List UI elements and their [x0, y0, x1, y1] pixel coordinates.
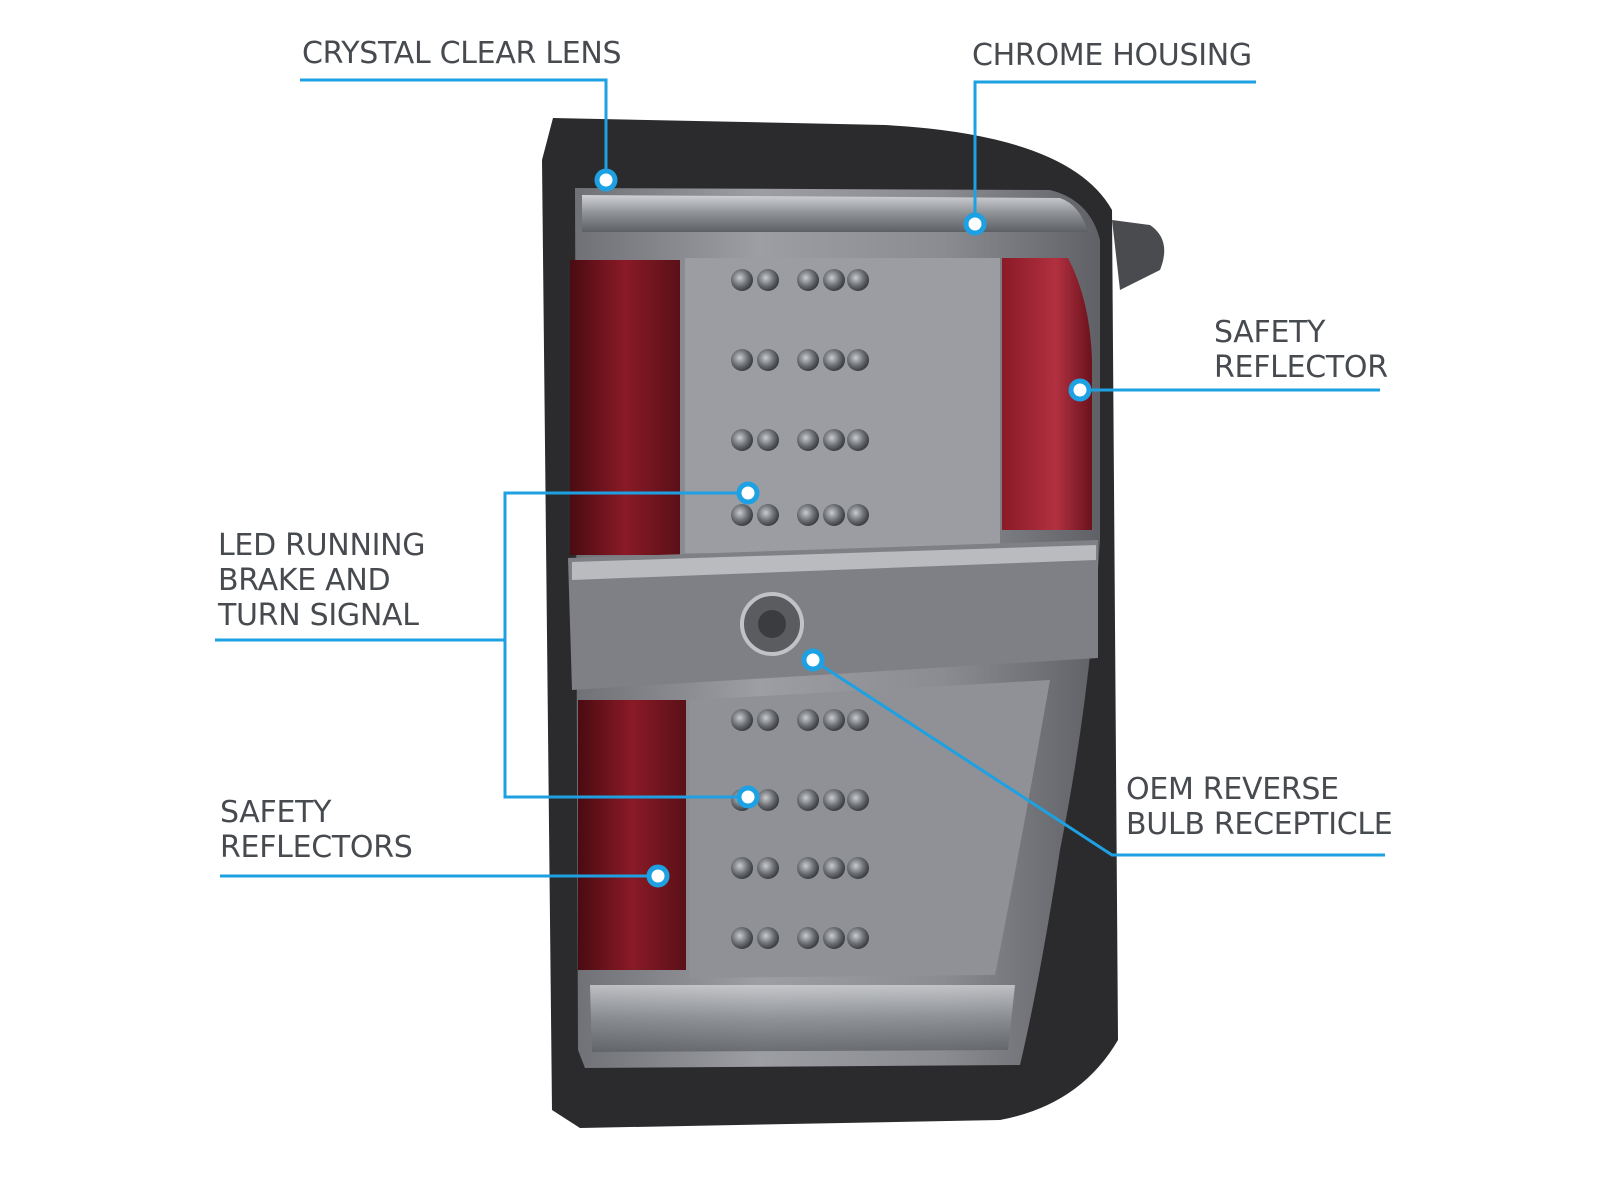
led [797, 789, 819, 811]
led [797, 269, 819, 291]
dot-chrome-housing [963, 212, 987, 236]
label-chrome-housing: CHROME HOUSING [972, 38, 1252, 73]
led [823, 429, 845, 451]
led [847, 789, 869, 811]
dot-led-signal-upper [736, 481, 760, 505]
led-array [731, 269, 869, 949]
led [757, 709, 779, 731]
led [757, 429, 779, 451]
led [823, 857, 845, 879]
upper-right-reflector [1002, 258, 1092, 530]
dot-safety-reflectors [646, 864, 670, 888]
led [797, 349, 819, 371]
dot-oem-reverse [801, 648, 825, 672]
label-safety-reflectors: SAFETY REFLECTORS [220, 795, 413, 865]
chrome-strip-bottom [590, 985, 1015, 1052]
led [823, 927, 845, 949]
led [731, 349, 753, 371]
led [847, 429, 869, 451]
dot-safety-reflector [1068, 378, 1092, 402]
led [823, 709, 845, 731]
led [797, 857, 819, 879]
led [823, 349, 845, 371]
upper-left-reflector [570, 260, 680, 555]
led [797, 429, 819, 451]
upper-led-panel [685, 258, 1000, 553]
led [731, 857, 753, 879]
chrome-strip-top [582, 195, 1088, 232]
dot-crystal-clear-lens [594, 168, 618, 192]
led [847, 504, 869, 526]
label-oem-reverse: OEM REVERSE BULB RECEPTICLE [1126, 772, 1393, 842]
led [847, 857, 869, 879]
receptacle-socket [758, 610, 786, 638]
led [757, 269, 779, 291]
leader-chrome-housing [973, 80, 1256, 224]
led [823, 789, 845, 811]
led [847, 709, 869, 731]
led [731, 504, 753, 526]
led [797, 927, 819, 949]
leader-crystal-clear-lens [300, 78, 608, 180]
led [757, 504, 779, 526]
mounting-tab [1112, 220, 1165, 290]
led [757, 789, 779, 811]
led [757, 857, 779, 879]
led [731, 709, 753, 731]
led [757, 927, 779, 949]
dot-led-signal-lower [736, 785, 760, 809]
leader-oem-reverse [812, 658, 1385, 857]
led [797, 504, 819, 526]
middle-reverse-band [568, 540, 1098, 690]
leader-led-signal-top [503, 491, 748, 799]
middle-band-highlight [572, 545, 1096, 580]
led [731, 429, 753, 451]
callout-leaders [215, 78, 1385, 878]
led [847, 349, 869, 371]
label-led-signal: LED RUNNING BRAKE AND TURN SIGNAL [218, 528, 426, 633]
led [797, 709, 819, 731]
led [847, 927, 869, 949]
led [731, 269, 753, 291]
label-crystal-clear-lens: CRYSTAL CLEAR LENS [302, 36, 622, 71]
led [731, 927, 753, 949]
lower-left-reflector [578, 700, 686, 970]
label-safety-reflector: SAFETY REFLECTOR [1214, 315, 1388, 385]
led [823, 504, 845, 526]
led [757, 349, 779, 371]
led [823, 269, 845, 291]
led [847, 269, 869, 291]
